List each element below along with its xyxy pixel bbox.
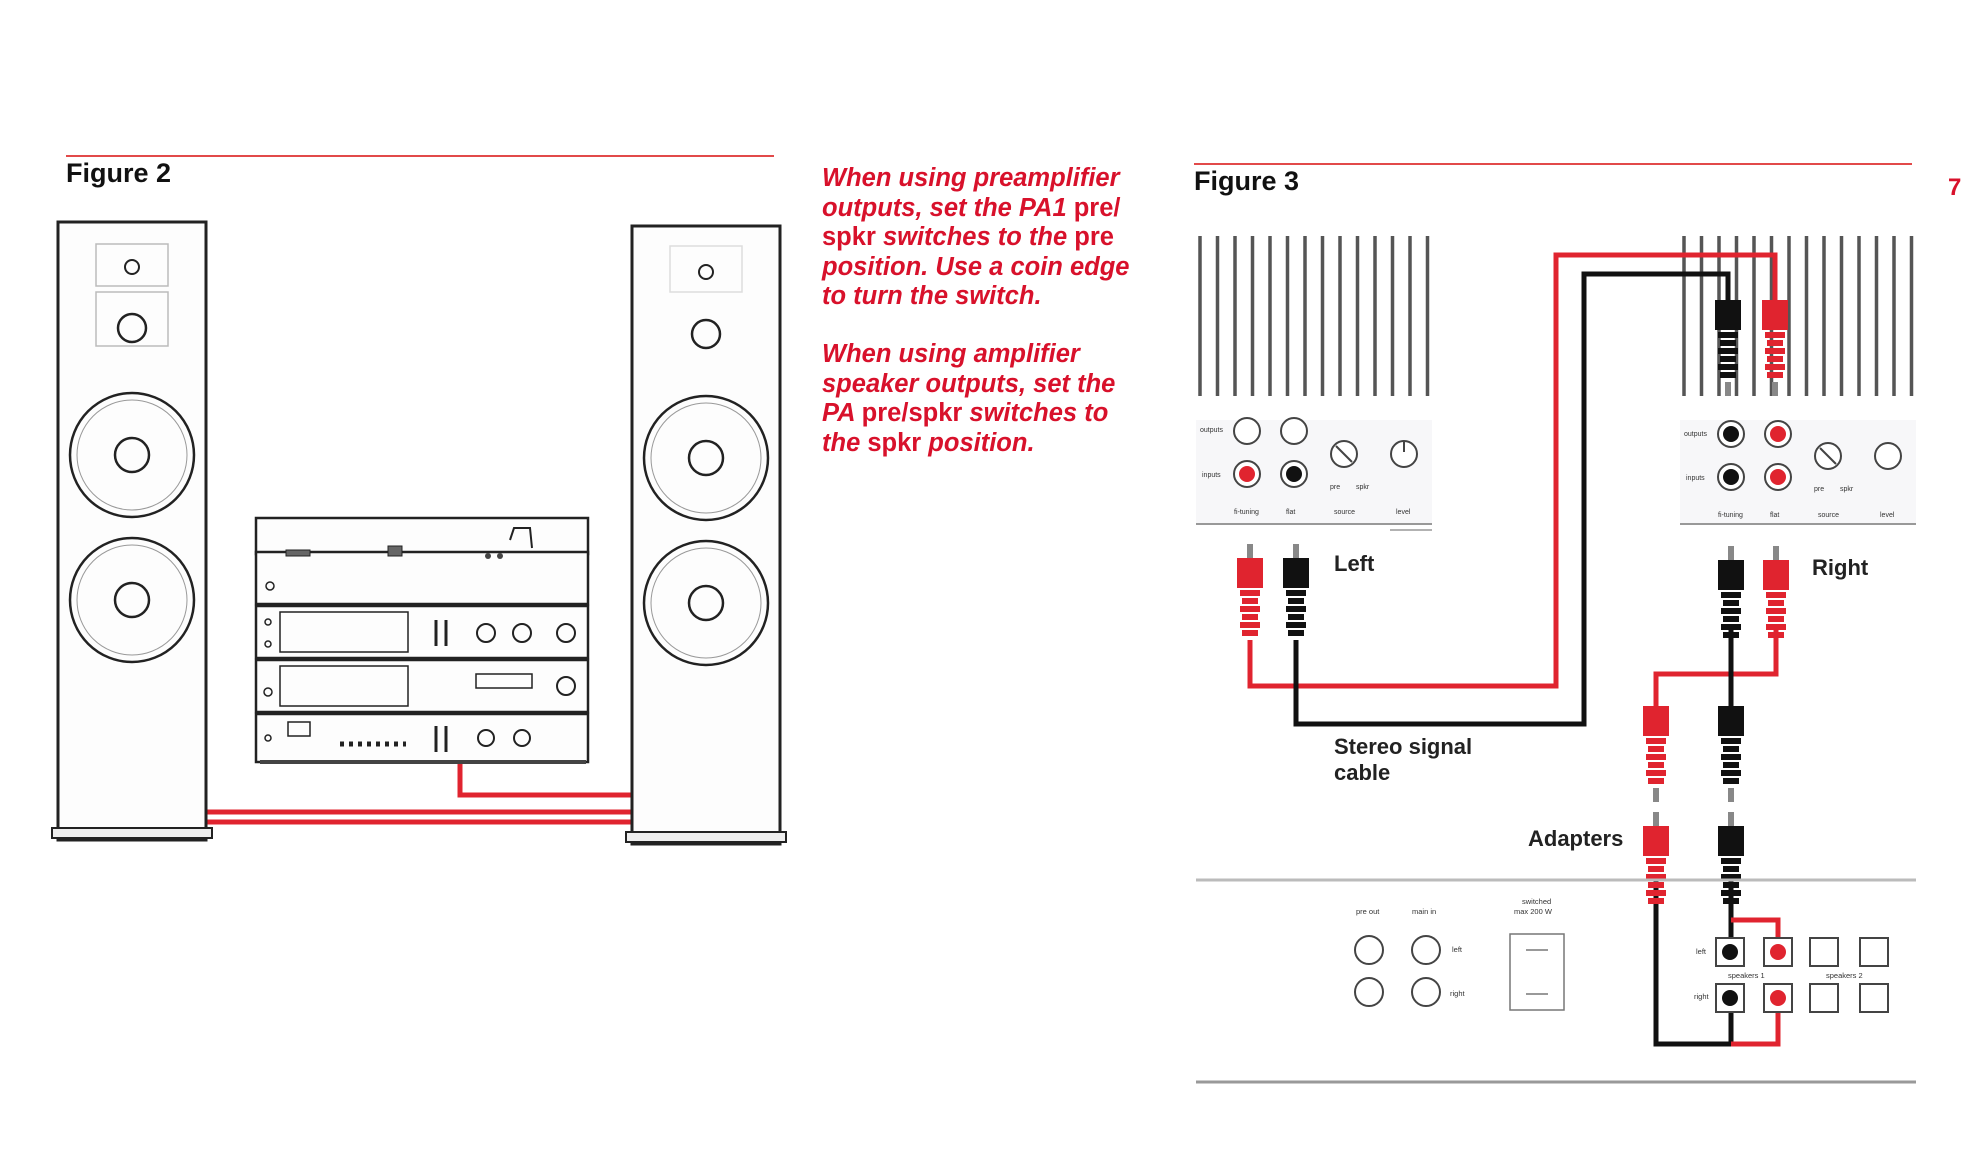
figure2-title: Figure 2 xyxy=(66,158,172,188)
svg-text:inputs: inputs xyxy=(1686,475,1705,482)
right-speaker xyxy=(625,224,787,846)
para1-run-2: switches to the xyxy=(875,223,1075,251)
label-right: Right xyxy=(1812,555,1869,580)
para1-run-4: position. Use a coin edge to turn the sw… xyxy=(822,252,1130,311)
figure3-top-rule xyxy=(1194,163,1912,165)
rca-plug xyxy=(1643,812,1669,904)
para2-run-4: position. xyxy=(921,428,1035,457)
left-speaker xyxy=(51,220,213,842)
label-cable-line1: Stereo signal xyxy=(1334,734,1473,759)
rca-plugs xyxy=(1237,300,1789,904)
right-power-amp-module xyxy=(1680,236,1916,525)
svg-text:source: source xyxy=(1818,512,1839,519)
rca-plug xyxy=(1283,544,1309,636)
svg-text:speakers 2: speakers 2 xyxy=(1826,971,1863,980)
svg-text:main in: main in xyxy=(1412,907,1436,916)
preamp-rear-panel xyxy=(1196,878,1916,1084)
rca-plug xyxy=(1718,546,1744,638)
speaker-wires xyxy=(206,762,632,825)
para1-run-3: pre xyxy=(1074,223,1114,251)
left-power-amp-module xyxy=(1196,236,1432,531)
svg-text:left: left xyxy=(1696,947,1707,956)
svg-text:flat: flat xyxy=(1770,512,1779,519)
svg-text:spkr: spkr xyxy=(1840,486,1854,493)
svg-text:pre: pre xyxy=(1814,486,1824,493)
para2-run-3: spkr xyxy=(867,428,922,457)
svg-text:left: left xyxy=(1452,945,1463,954)
svg-text:flat: flat xyxy=(1286,509,1295,516)
svg-text:spkr: spkr xyxy=(1356,484,1370,491)
rca-plug xyxy=(1762,300,1788,396)
para1-run-0: When using preamplifier outputs, set the… xyxy=(822,164,1120,222)
rca-plug xyxy=(1718,812,1744,904)
para1-run-1: pre/ spkr xyxy=(822,193,1121,252)
para2-run-1: pre/spkr xyxy=(861,399,963,427)
svg-text:fi-tuning: fi-tuning xyxy=(1234,509,1259,516)
instruction-note-amplifier: When using amplifier speaker outputs, se… xyxy=(822,340,1152,458)
svg-text:inputs: inputs xyxy=(1202,472,1221,479)
svg-text:pre: pre xyxy=(1330,484,1340,491)
rca-plug xyxy=(1715,300,1741,396)
rca-plug xyxy=(1237,544,1263,636)
label-adapters: Adapters xyxy=(1528,826,1624,851)
svg-text:level: level xyxy=(1880,512,1895,519)
svg-text:pre out: pre out xyxy=(1356,907,1380,916)
label-cable-line2: cable xyxy=(1334,760,1391,785)
svg-text:level: level xyxy=(1396,509,1411,516)
svg-text:max 200 W: max 200 W xyxy=(1514,907,1553,916)
svg-text:switched: switched xyxy=(1522,897,1551,906)
svg-text:right: right xyxy=(1450,989,1466,998)
preamp-panel-labels: pre out main in left right switched max … xyxy=(1356,897,1863,1001)
amp-panel-labels: outputs inputs pre spkr fi-tuning flat s… xyxy=(1200,427,1895,519)
instruction-note-preamp: When using preamplifier outputs, set the… xyxy=(822,164,1152,312)
label-left: Left xyxy=(1334,551,1375,576)
svg-text:source: source xyxy=(1334,509,1355,516)
para2-run-2: switches to the xyxy=(822,399,1109,457)
svg-text:outputs: outputs xyxy=(1200,427,1223,434)
hifi-stack xyxy=(254,516,590,764)
svg-text:fi-tuning: fi-tuning xyxy=(1718,512,1743,519)
rca-plug xyxy=(1643,706,1669,802)
label-stereo-signal-cable: Stereo signal cable xyxy=(1334,734,1472,786)
para2-run-0: When using amplifier speaker outputs, se… xyxy=(822,340,1116,427)
rca-plug xyxy=(1763,546,1789,638)
figure2-top-rule xyxy=(66,155,774,157)
signal-cables xyxy=(1247,252,1781,1047)
rca-plug xyxy=(1718,706,1744,802)
figure3-title: Figure 3 xyxy=(1194,166,1300,196)
svg-text:speakers 1: speakers 1 xyxy=(1728,971,1765,980)
svg-text:right: right xyxy=(1694,992,1710,1001)
page-number: 7 xyxy=(1948,174,1962,201)
svg-text:outputs: outputs xyxy=(1684,431,1707,438)
